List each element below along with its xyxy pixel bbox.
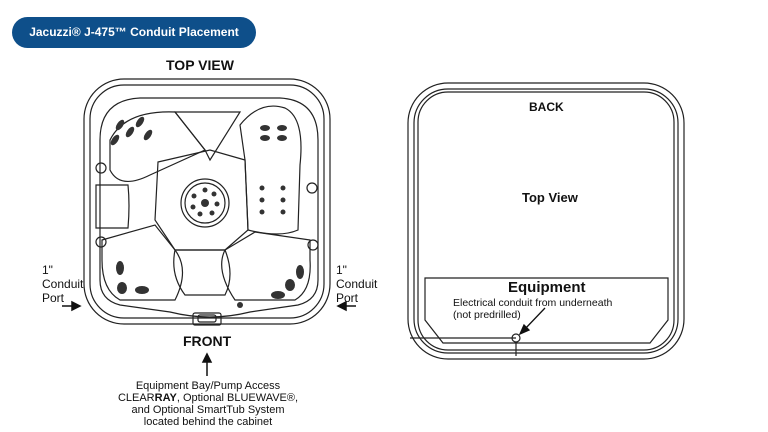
cabinet-top-view [407, 82, 685, 360]
clearray-prefix: CLEAR [117, 392, 155, 404]
port-size: 1" [42, 263, 53, 277]
port-label-line1: Conduit [42, 277, 84, 291]
note-line4: located behind the cabinet [143, 416, 273, 428]
tub-basin [99, 97, 319, 318]
conduit-note: Electrical conduit from underneath (not … [453, 297, 612, 321]
note-line1: Equipment Bay/Pump Access [135, 380, 281, 392]
port-label-line2: Port [336, 291, 359, 305]
equipment-bay-note: Equipment Bay/Pump Access CLEARRAY, Opti… [108, 380, 308, 428]
guide-title: Jacuzzi® J-475™ Conduit Placement Guide [29, 25, 239, 70]
right-conduit-port-label: 1" Conduit Port [336, 263, 377, 305]
top-view-heading: TOP VIEW [166, 57, 234, 73]
front-label: FRONT [183, 333, 232, 349]
port-label-line2: Port [42, 291, 65, 305]
center-jet-cluster [180, 178, 230, 228]
port-label-line1: Conduit [336, 277, 378, 291]
clearray-bold: RAY [154, 392, 177, 404]
port-size: 1" [336, 263, 347, 277]
tub-outer-shell [83, 78, 331, 325]
conduit-note-line1: Electrical conduit from underneath [453, 297, 613, 309]
equipment-bay-outline [424, 277, 669, 344]
left-conduit-port-label: 1" Conduit Port [42, 263, 83, 305]
note-line3: and Optional SmartTub System [131, 404, 285, 416]
guide-title-banner: Jacuzzi® J-475™ Conduit Placement Guide [12, 17, 256, 70]
back-label: BACK [529, 100, 564, 114]
bluewave-text: , Optional BLUEWAVE®, [176, 392, 299, 404]
conduit-note-line2: (not predrilled) [453, 309, 521, 321]
center-top-view-label: Top View [522, 190, 578, 205]
equipment-title: Equipment [508, 279, 586, 296]
footwell [154, 149, 249, 251]
note-line2: CLEARRAY, Optional BLUEWAVE®, [108, 392, 308, 404]
lounger-seat [239, 105, 302, 235]
